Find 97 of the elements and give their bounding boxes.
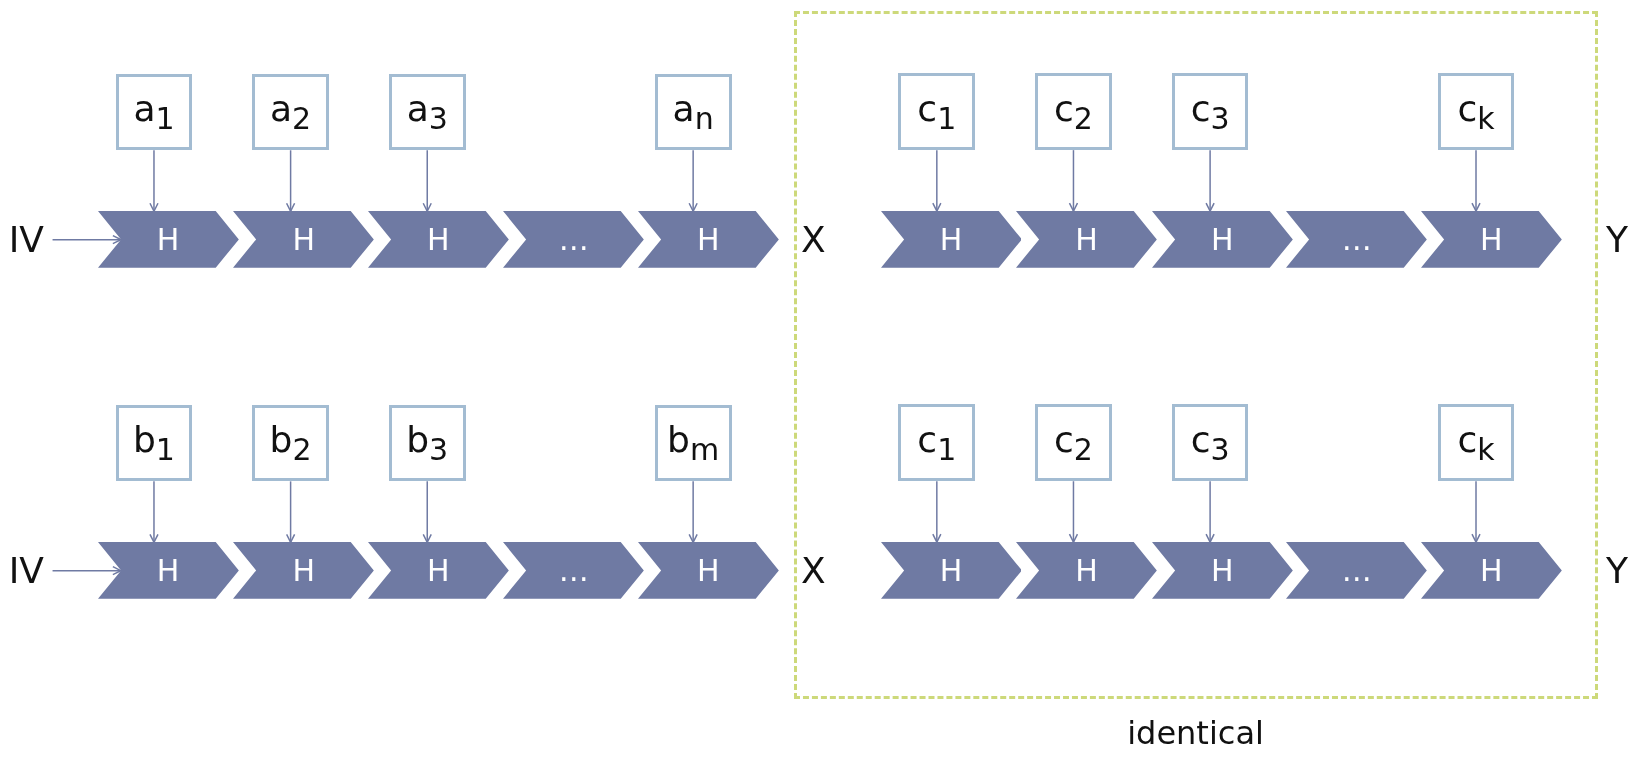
- chevron-step: [233, 542, 375, 600]
- step-label: H: [697, 553, 720, 589]
- step-label: H: [426, 222, 450, 258]
- step-label: H: [156, 553, 180, 589]
- input-box: [1437, 404, 1515, 482]
- step-label: H: [292, 222, 315, 258]
- input-label: IV: [8, 219, 44, 261]
- input-label: c$_{k}$: [1457, 418, 1495, 467]
- input-label: c$_{1}$: [917, 87, 957, 136]
- arrow: [1471, 149, 1481, 212]
- input-box: [115, 404, 193, 482]
- arrow: [932, 149, 942, 212]
- input-label: IV: [8, 550, 44, 592]
- step-label: H: [156, 222, 180, 258]
- input-box: [1035, 404, 1112, 482]
- chevron-step: [503, 211, 645, 268]
- input-box: [115, 73, 193, 151]
- step-label: …: [1341, 553, 1372, 589]
- chevron-step: [97, 542, 239, 600]
- chevron-step: [503, 542, 645, 600]
- arrow: [688, 480, 698, 544]
- input-label: a$_{n}$: [672, 87, 714, 136]
- chevron-step: [97, 211, 239, 268]
- input-label: c$_{k}$: [1457, 87, 1495, 136]
- input-box: [388, 73, 466, 151]
- input-label: a$_{1}$: [133, 87, 175, 136]
- input-box: [654, 404, 732, 482]
- arrow: [1205, 480, 1215, 543]
- input-label: a$_{3}$: [406, 87, 448, 136]
- step-label: …: [558, 222, 589, 258]
- input-label: c$_{2}$: [1054, 87, 1093, 136]
- chevron-step: [367, 542, 509, 600]
- chevron-step: [233, 211, 375, 268]
- arrow: [1068, 480, 1079, 543]
- step-label: H: [697, 222, 720, 258]
- input-box: [1035, 73, 1112, 151]
- step-label: H: [1210, 221, 1234, 257]
- input-label: b$_{2}$: [269, 418, 312, 468]
- arrow: [1471, 480, 1481, 543]
- step-label: H: [939, 221, 963, 257]
- arrow: [285, 480, 296, 544]
- chevron-step: [1151, 211, 1293, 268]
- arrow: [1205, 149, 1215, 212]
- chevron-step: [367, 211, 509, 268]
- step-label: H: [1075, 553, 1098, 589]
- signal-label: X: [800, 218, 826, 261]
- group-caption: identical: [1126, 713, 1265, 752]
- input-box: [898, 73, 976, 151]
- step-label: H: [1479, 221, 1503, 257]
- arrow: [932, 480, 942, 543]
- chevron-step: [880, 211, 1022, 268]
- arrow: [149, 149, 159, 212]
- signal-label: Y: [1605, 218, 1628, 261]
- input-box: [898, 404, 976, 482]
- arrow: [51, 565, 122, 576]
- input-label: a$_{2}$: [270, 87, 312, 136]
- chevron-step: [1420, 542, 1562, 599]
- chevron-step: [637, 211, 779, 268]
- step-label: H: [292, 553, 315, 589]
- input-label: b$_{3}$: [406, 418, 449, 468]
- chevron-step: [1286, 542, 1428, 599]
- input-label: b$_{m}$: [667, 418, 720, 468]
- signal-label: Y: [1605, 549, 1628, 592]
- input-label: c$_{3}$: [1190, 418, 1230, 467]
- input-box: [252, 73, 329, 151]
- step-label: …: [558, 553, 589, 589]
- chevron-step: [1016, 542, 1157, 599]
- step-label: H: [1210, 553, 1234, 589]
- input-label: b$_{1}$: [133, 418, 175, 468]
- step-label: H: [939, 553, 963, 589]
- arrow: [1068, 149, 1079, 212]
- input-box: [252, 404, 329, 482]
- chevron-step: [637, 542, 779, 600]
- input-label: c$_{2}$: [1054, 418, 1093, 467]
- chevron-step: [1420, 211, 1562, 268]
- step-label: H: [426, 553, 450, 589]
- input-box: [388, 404, 466, 482]
- arrow: [688, 149, 698, 212]
- arrow: [285, 149, 296, 212]
- input-label: c$_{3}$: [1190, 87, 1230, 136]
- arrow: [149, 480, 159, 544]
- arrow: [422, 480, 432, 544]
- input-box: [1437, 73, 1515, 151]
- input-box: [1171, 404, 1249, 482]
- chevron-step: [1286, 211, 1428, 268]
- step-label: H: [1075, 221, 1098, 257]
- chevron-step: [1016, 211, 1157, 268]
- chevron-step: [1151, 542, 1293, 599]
- arrow: [51, 234, 122, 245]
- arrow: [422, 149, 432, 212]
- step-label: …: [1341, 221, 1372, 257]
- input-box: [654, 73, 732, 151]
- chevron-step: [880, 542, 1022, 599]
- input-label: c$_{1}$: [917, 418, 957, 467]
- input-box: [1171, 73, 1249, 151]
- step-label: H: [1479, 553, 1503, 589]
- signal-label: X: [800, 549, 826, 592]
